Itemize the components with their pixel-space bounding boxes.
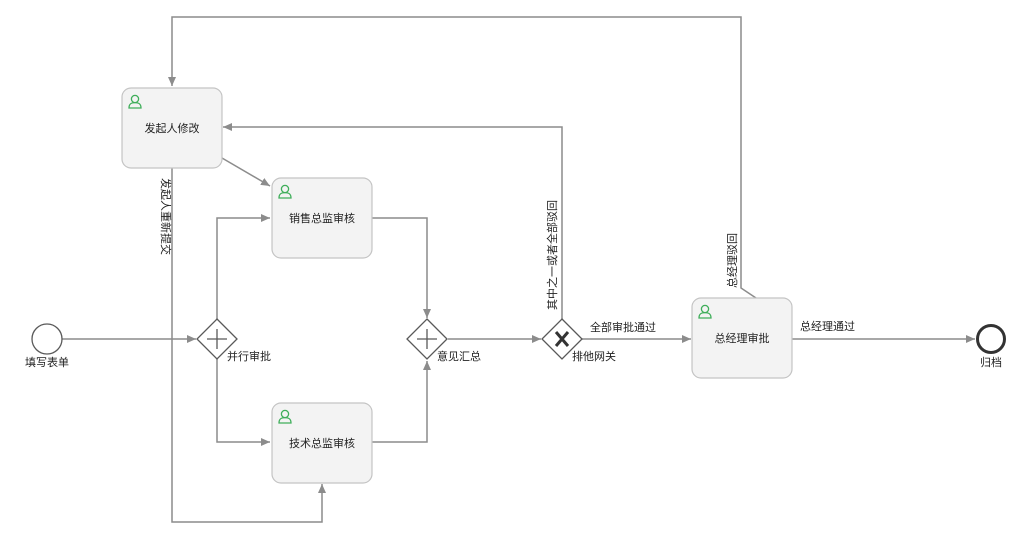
- flow-label-all-approved: 全部审批通过: [590, 320, 656, 334]
- exclusive-gateway-label: 排他网关: [572, 349, 616, 363]
- start-event[interactable]: [31, 323, 63, 355]
- task-sales-director[interactable]: 销售总监审核: [271, 177, 373, 259]
- start-event-label: 填写表单: [25, 355, 69, 369]
- task-gm-approve[interactable]: 总经理审批: [691, 297, 793, 379]
- flow-split-to-tech[interactable]: [216, 359, 270, 446]
- task-tech-director[interactable]: 技术总监审核: [271, 402, 373, 484]
- flow-gm-reject[interactable]: [168, 16, 757, 299]
- parallel-split-gateway[interactable]: [196, 318, 238, 360]
- flow-sales-to-join[interactable]: [372, 217, 431, 318]
- parallel-join-label: 意见汇总: [437, 349, 481, 363]
- flow-label-reject-any: 其中之一或者全部驳回: [545, 200, 559, 310]
- task-label: 发起人修改: [145, 121, 200, 135]
- exclusive-gateway[interactable]: [541, 318, 583, 360]
- flow-resubmit[interactable]: [171, 168, 326, 523]
- end-event-label: 归档: [980, 355, 1002, 369]
- end-event[interactable]: [976, 324, 1006, 354]
- flow-reject-any[interactable]: [223, 123, 563, 319]
- flow-label-resubmit: 发起人重新提交: [159, 178, 173, 255]
- task-label: 技术总监审核: [289, 436, 355, 450]
- flow-split-to-sales[interactable]: [216, 214, 270, 319]
- plus-icon: [207, 329, 227, 349]
- sequence-flows: [62, 16, 975, 523]
- flow-initiator-to-sales[interactable]: [221, 157, 271, 187]
- parallel-join-gateway[interactable]: [406, 318, 448, 360]
- task-label: 销售总监审核: [289, 211, 355, 225]
- flow-label-gm-reject: 总经理驳回: [725, 233, 739, 288]
- task-initiator-modify[interactable]: 发起人修改: [121, 87, 223, 169]
- task-label: 总经理审批: [715, 331, 770, 345]
- flow-tech-to-join[interactable]: [372, 361, 431, 443]
- parallel-split-label: 并行审批: [227, 349, 271, 363]
- plus-icon: [417, 329, 437, 349]
- flow-label-gm-pass: 总经理通过: [800, 319, 855, 333]
- x-icon: [554, 331, 570, 347]
